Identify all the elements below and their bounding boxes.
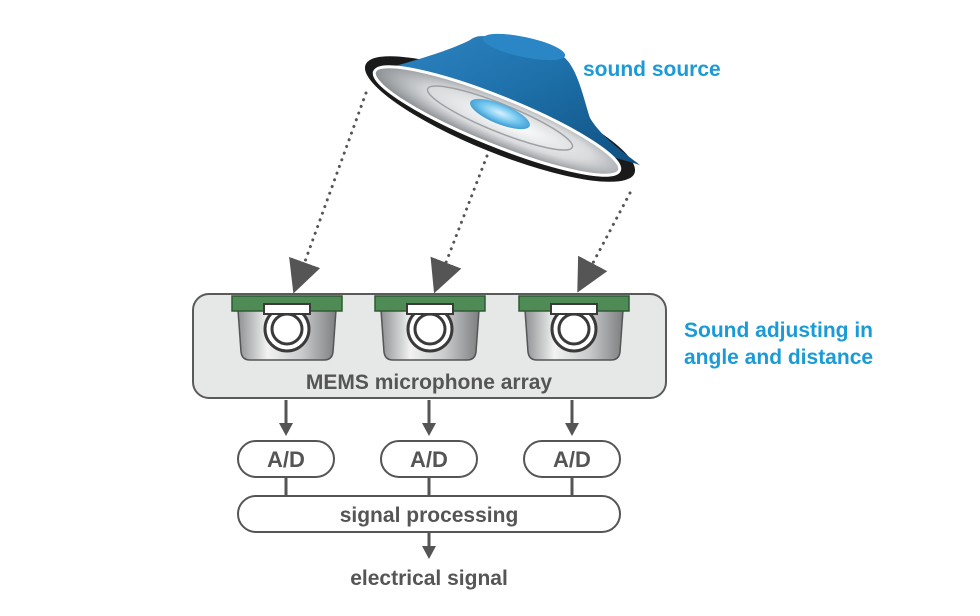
electrical-signal-label: electrical signal (350, 567, 508, 590)
arrow-to-output (422, 532, 436, 559)
ad-converter: A/D (237, 440, 335, 478)
adjusting-label-line2: angle and distance (684, 346, 873, 369)
speaker-icon (364, 33, 640, 182)
microphone-icon (518, 295, 630, 361)
microphone-icon (231, 295, 343, 361)
ad-converter: A/D (523, 440, 621, 478)
ad-label: A/D (267, 447, 305, 472)
sound-path-right (577, 191, 632, 293)
ad-converter: A/D (380, 440, 478, 478)
sound-path-middle (430, 154, 489, 294)
arrows-to-ad (279, 400, 579, 436)
ad-label: A/D (553, 447, 591, 472)
signal-processing-label: signal processing (340, 504, 519, 527)
ad-label: A/D (410, 447, 448, 472)
sound-paths (289, 91, 632, 294)
adjusting-label-line1: Sound adjusting in (684, 319, 873, 342)
microphone-icon (374, 295, 486, 361)
sound-path-left (289, 91, 368, 294)
ad-connectors (284, 477, 574, 496)
mems-array-label: MEMS microphone array (306, 371, 553, 394)
sound-source-label: sound source (583, 58, 721, 81)
